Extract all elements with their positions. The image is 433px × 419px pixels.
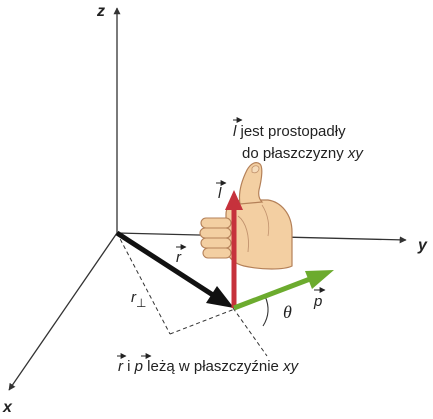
annotation-bottom: r i p leżą w płaszczyźnie xy xyxy=(117,353,300,375)
r-vector xyxy=(115,230,234,308)
r-perp-label: r⊥ xyxy=(131,289,146,310)
l-vector-label: l xyxy=(218,185,222,202)
r-perp-dashed-line xyxy=(116,232,171,335)
y-axis-label: y xyxy=(417,237,428,254)
p-vector xyxy=(233,270,334,311)
x-axis-label: x xyxy=(2,399,13,414)
p-vector-label: p xyxy=(313,293,322,310)
annotation-top-line2: do płaszczyzny xy xyxy=(242,145,364,162)
z-axis-label: z xyxy=(96,3,105,20)
axes: z y x xyxy=(2,3,428,416)
x-axis xyxy=(8,232,118,391)
r-vector-label: r xyxy=(176,249,182,266)
annotation-top: l jest prostopadły do płaszczyzny xy xyxy=(233,117,364,162)
annotation-top-line1: l jest prostopadły xyxy=(233,123,346,140)
theta-angle-arc xyxy=(262,295,269,327)
vertical-dashed-line xyxy=(232,307,268,357)
theta-label: θ xyxy=(283,302,292,322)
annotation-bottom-text: r i p leżą w płaszczyźnie xy xyxy=(118,358,300,375)
l-vector xyxy=(225,190,243,308)
thumbs-up-hand-icon xyxy=(199,162,293,270)
